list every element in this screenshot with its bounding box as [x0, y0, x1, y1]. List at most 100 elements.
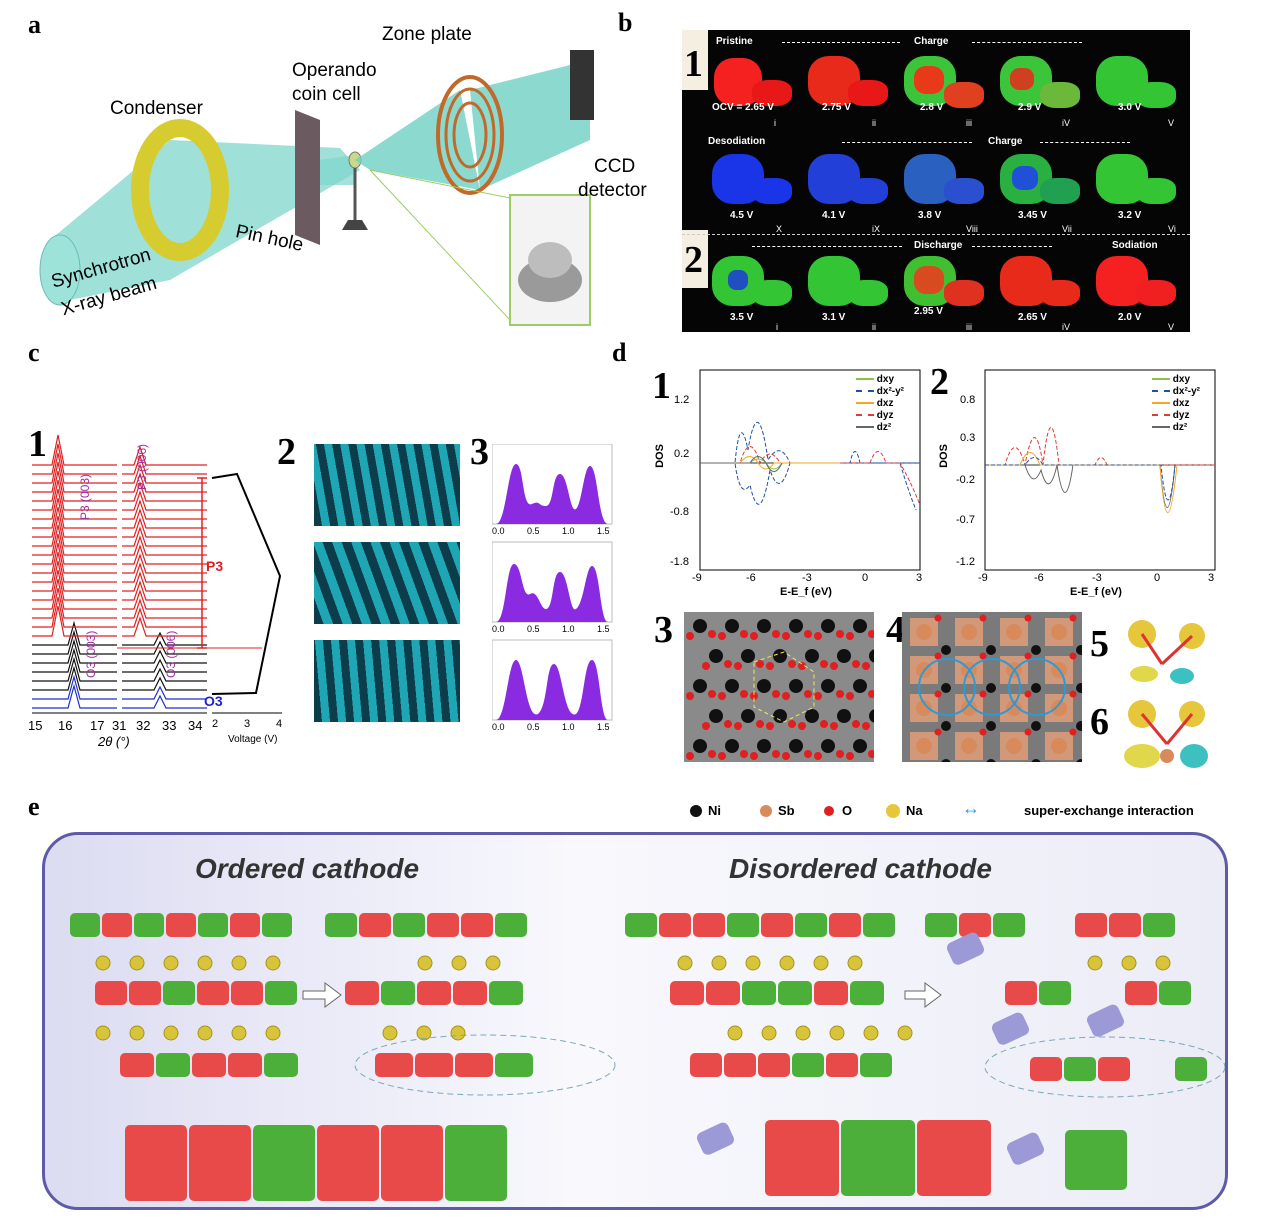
o-atom — [740, 690, 748, 698]
legend-ni: Ni — [708, 803, 721, 818]
o-atom — [862, 722, 870, 730]
voltage-profile — [211, 472, 282, 695]
o-atom — [734, 662, 742, 670]
na-ion — [779, 955, 795, 971]
volt-r3c5: 2.0 V — [1118, 312, 1142, 323]
roman-r2c1: X — [776, 224, 783, 234]
o-atom — [718, 752, 726, 760]
red-puzzle-piece — [125, 1125, 187, 1201]
label-coin-cell: coin cell — [292, 84, 361, 105]
dos1-ytick-2: -0.8 — [670, 506, 689, 518]
dos2-legend: dxy dx²-y² dxz dyz dz² — [1152, 374, 1200, 434]
green-puzzle-piece — [393, 913, 425, 937]
red-puzzle-piece — [826, 1053, 858, 1077]
xrd-trace — [32, 578, 207, 610]
o-atom — [798, 662, 806, 670]
o-atom — [766, 662, 774, 670]
o-atom — [1069, 690, 1077, 698]
purple-puzzle-piece — [696, 1122, 734, 1155]
red-puzzle-piece — [197, 981, 229, 1005]
ni-atom — [741, 709, 755, 723]
xrd-trace — [32, 569, 207, 601]
label-operando: Operando — [292, 60, 377, 81]
panel-label-a: a — [28, 10, 41, 39]
o-atom — [836, 690, 844, 698]
xrd-trace — [32, 497, 207, 529]
roman-r1c5: V — [1168, 118, 1175, 128]
volt-r2c2: 4.1 V — [822, 210, 846, 221]
hrtem-image-2 — [314, 542, 460, 624]
sub-label-b1: 1 — [684, 43, 703, 85]
legend-sb: Sb — [778, 803, 795, 818]
o-atom — [814, 752, 822, 760]
roman-r3c5: V — [1168, 322, 1175, 332]
o-atom — [820, 720, 828, 728]
na-ion — [95, 955, 111, 971]
ni-atom — [709, 709, 723, 723]
ni-atom — [837, 649, 851, 663]
na-ion — [416, 1025, 432, 1041]
o-atom — [852, 720, 860, 728]
dos2-ylabel: DOS — [937, 444, 950, 468]
dos2-xtick-4: 3 — [1208, 572, 1215, 584]
ni-atom — [821, 679, 835, 693]
phase-label-p3: P3 — [206, 558, 224, 574]
sb-atom — [961, 738, 977, 754]
roman-r1c1: i — [774, 118, 776, 128]
sb-atom-icon — [760, 805, 772, 817]
red-puzzle-piece — [381, 1125, 443, 1201]
legend-super-exchange: super-exchange interaction — [1024, 803, 1194, 818]
ni-atom — [1031, 683, 1041, 693]
o-atom — [788, 720, 796, 728]
red-puzzle-piece — [758, 1053, 790, 1077]
xrd-trace — [32, 551, 207, 583]
xtick-31: 31 — [112, 718, 127, 733]
o-atom — [830, 662, 838, 670]
volt-r3c4: 2.65 V — [1018, 312, 1047, 323]
red-puzzle-piece — [829, 913, 861, 937]
red-puzzle-piece — [690, 1053, 722, 1077]
ni-atom — [693, 679, 707, 693]
ni-atom — [941, 645, 951, 655]
ni-atom — [853, 679, 867, 693]
xrd-trace — [32, 683, 207, 709]
red-puzzle-piece — [189, 1125, 251, 1201]
dos2-ytick-4: -1.2 — [956, 556, 975, 568]
red-puzzle-piece — [1125, 981, 1157, 1005]
na-ion — [727, 1025, 743, 1041]
zone-plate — [436, 75, 504, 195]
hrtem-image-1 — [314, 444, 460, 526]
sub-label-c3: 3 — [470, 431, 489, 473]
o-atom — [756, 720, 764, 728]
xray-beam — [50, 140, 360, 300]
legend2-dxy: dxy — [1172, 374, 1191, 385]
green-puzzle-piece — [70, 913, 100, 937]
legend1-dxz: dxz — [876, 398, 894, 409]
volt-r1c2: 2.75 V — [822, 102, 851, 113]
ni-atom — [853, 739, 867, 753]
label-condenser: Condenser — [110, 98, 203, 119]
dos2-xtick-3: 0 — [1154, 572, 1161, 584]
xrd-trace — [32, 596, 207, 628]
o-atom — [724, 720, 732, 728]
ni-atom — [941, 683, 951, 693]
red-puzzle-piece — [959, 913, 991, 937]
ni-atom — [789, 739, 803, 753]
voltage-axis-label: Voltage (V) — [228, 734, 278, 745]
ni-atom — [1076, 721, 1082, 731]
roman-r1c3: iii — [966, 118, 972, 128]
ni-atom — [789, 679, 803, 693]
green-puzzle-piece — [1039, 981, 1071, 1005]
roman-r2c3: Viii — [966, 224, 978, 234]
o-atom — [1024, 728, 1032, 736]
na-ion — [451, 955, 467, 971]
ni-atom — [837, 709, 851, 723]
ni-atom — [757, 619, 771, 633]
map-r2c1 — [704, 148, 804, 248]
xrd-trace — [32, 515, 207, 547]
red-puzzle-piece — [317, 1125, 379, 1201]
red-puzzle-piece — [359, 913, 391, 937]
na-ion — [711, 955, 727, 971]
beamline-diagram — [39, 50, 594, 326]
sb-atom — [916, 624, 932, 640]
